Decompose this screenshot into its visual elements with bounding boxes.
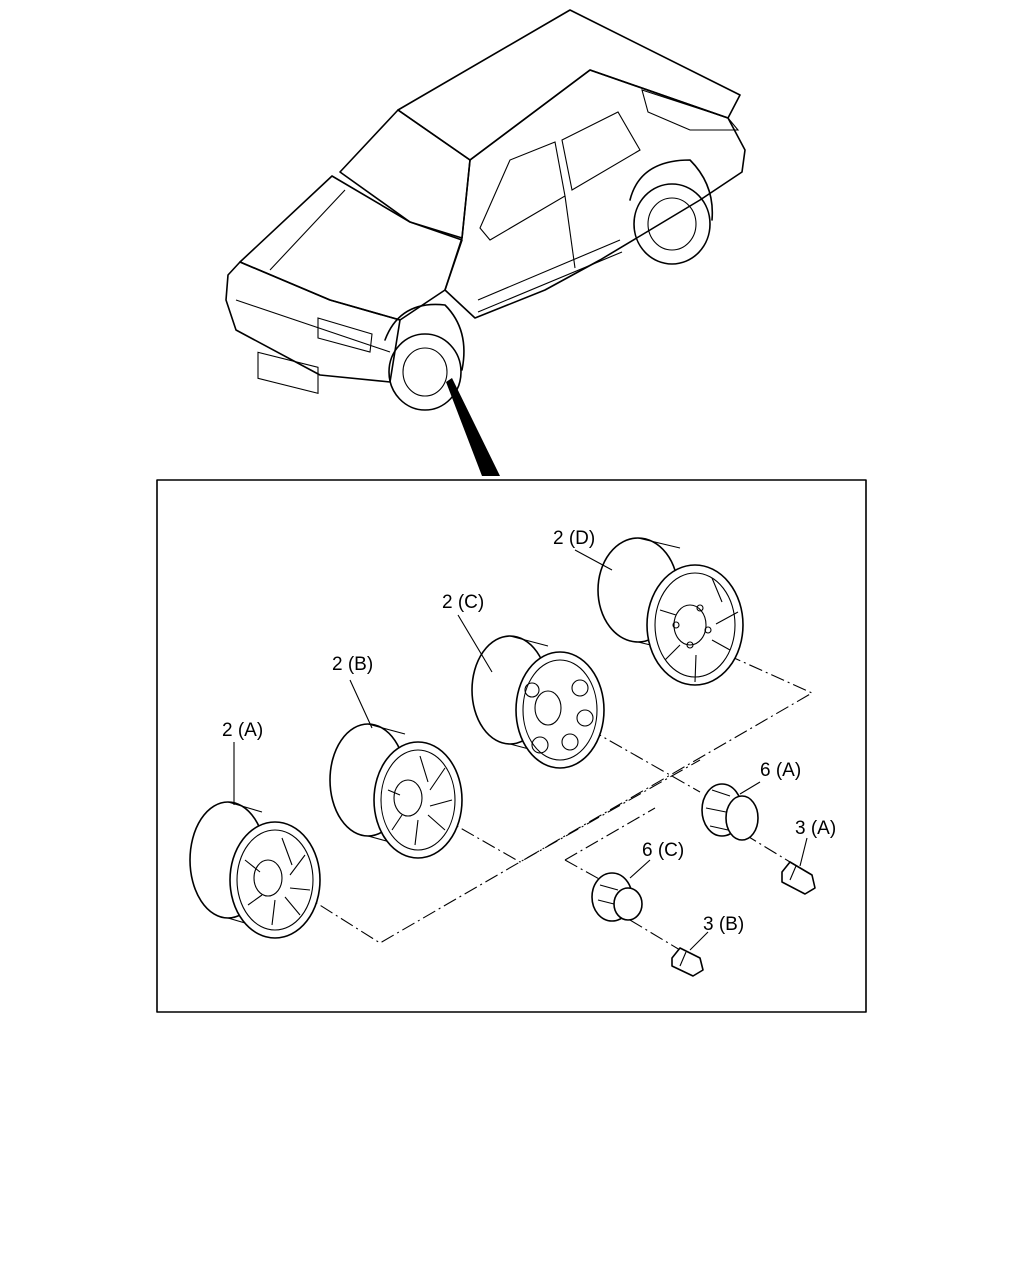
callout-3b: 3 (B) bbox=[703, 914, 744, 935]
wheel-2c bbox=[471, 635, 605, 769]
wheel-2d bbox=[597, 537, 744, 686]
wheel-nut-3a bbox=[781, 861, 816, 895]
callout-2a: 2 (A) bbox=[222, 720, 263, 741]
vehicle-illustration bbox=[225, 9, 746, 411]
wheel-2a bbox=[189, 801, 321, 939]
center-cap-6a bbox=[701, 783, 759, 841]
callout-3a: 3 (A) bbox=[795, 818, 836, 839]
callout-6a: 6 (A) bbox=[760, 760, 801, 781]
callout-2c: 2 (C) bbox=[442, 592, 484, 613]
wheel-2b bbox=[329, 723, 463, 859]
pointer-arrow bbox=[446, 378, 500, 476]
wheel-nut-3b bbox=[671, 947, 704, 977]
leader-lines bbox=[233, 549, 808, 951]
callout-2d: 2 (D) bbox=[553, 528, 595, 549]
callout-6c: 6 (C) bbox=[642, 840, 684, 861]
center-cap-6c bbox=[591, 872, 643, 922]
callout-2b: 2 (B) bbox=[332, 654, 373, 675]
detail-frame bbox=[156, 479, 867, 1013]
